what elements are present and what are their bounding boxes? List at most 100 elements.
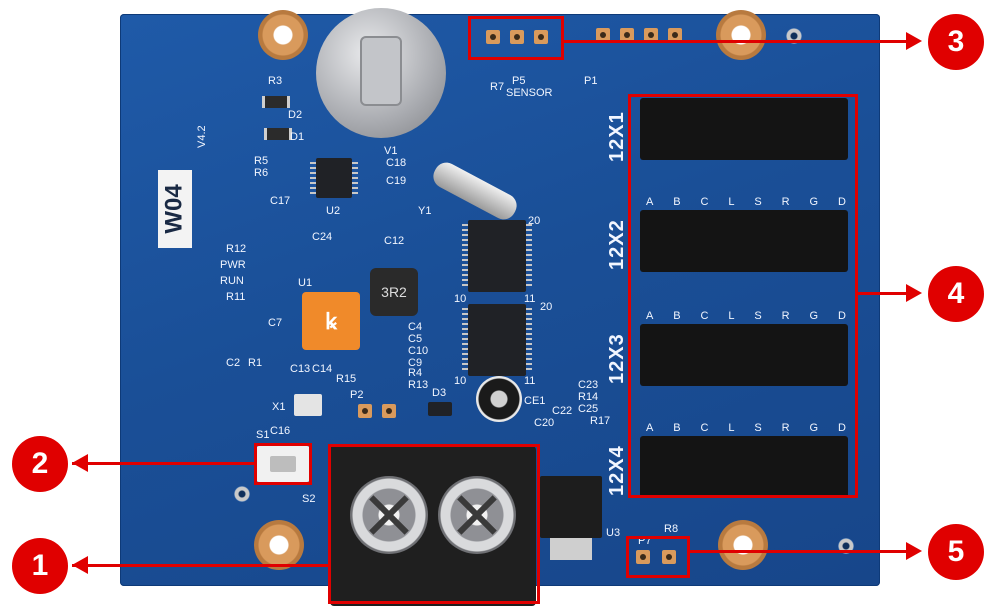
silk-label: U1: [298, 277, 313, 289]
callout-line-2: [72, 462, 256, 465]
callout-line-5: [690, 550, 918, 553]
silk-label: R3: [268, 75, 283, 87]
p7-pad: [636, 550, 650, 564]
chip-u2: [310, 158, 358, 198]
coin-battery-holder: [316, 8, 446, 138]
run-led-label: RUN: [220, 275, 244, 287]
chip-u3b: [462, 304, 532, 376]
silk-label: P7: [638, 535, 652, 547]
smd-diode: [264, 128, 292, 140]
pwr-led-label: PWR: [220, 259, 246, 271]
port-label-12x2: 12X2: [606, 219, 628, 270]
p1-pad: [596, 28, 610, 42]
callout-arrow-4: [906, 284, 922, 302]
chip-u3a: [462, 220, 532, 292]
silk-label: U3: [606, 527, 621, 539]
callout-badge-5: 5: [928, 524, 984, 580]
silk-label: C12: [384, 235, 405, 247]
silk-label: X1: [272, 401, 286, 413]
silk-label: R17: [590, 415, 611, 427]
sensor-pad: [486, 30, 500, 44]
chip-pin-number: 11: [524, 375, 536, 387]
callout-badge-2: 2: [12, 436, 68, 492]
silk-label: C14: [312, 363, 333, 375]
silk-label: C19: [386, 175, 407, 187]
callout-box-1: [328, 444, 540, 604]
model-label: W04: [158, 170, 192, 248]
silk-label: CE1: [524, 395, 546, 407]
callout-box-2: [254, 443, 312, 485]
sensor-pad: [534, 30, 548, 44]
silk-label: S1: [256, 429, 270, 441]
silk-label: R4: [408, 367, 423, 379]
inductor-l1: 3R2: [370, 268, 418, 316]
silk-label: C22: [552, 405, 573, 417]
callout-badge-4: 4: [928, 266, 984, 322]
header-row-12x2: [640, 210, 848, 272]
silk-label: U2: [326, 205, 341, 217]
chip-pin-number: 11: [524, 293, 536, 305]
silk-label: R14: [578, 391, 599, 403]
p7-pad: [662, 550, 676, 564]
header-row-12x1: [640, 98, 848, 160]
smd-diode: [262, 96, 290, 108]
port-label-12x4: 12X4: [606, 445, 628, 496]
mounting-hole: [716, 10, 766, 60]
terminal-screw: [438, 476, 516, 554]
silk-label: R5: [254, 155, 269, 167]
callout-box-4: [628, 94, 858, 498]
test-button[interactable]: [256, 446, 310, 482]
silk-label: C10: [408, 345, 429, 357]
callout-line-3: [564, 40, 918, 43]
p2-pad: [358, 404, 372, 418]
p2-pad: [382, 404, 396, 418]
callout-arrow-5: [906, 542, 922, 560]
port-label-12x3: 12X3: [606, 333, 628, 384]
callout-arrow-1: [72, 556, 88, 574]
chip-pin-number: 20: [540, 301, 553, 313]
silk-label: C4: [408, 321, 423, 333]
mounting-hole: [254, 520, 304, 570]
silk-label: R6: [254, 167, 269, 179]
p1-pad: [668, 28, 682, 42]
callout-badge-3: 3: [928, 14, 984, 70]
silk-label: C17: [270, 195, 291, 207]
voltage-regulator: [540, 476, 602, 560]
callout-line-1: [72, 564, 330, 567]
mounting-hole: [258, 10, 308, 60]
silk-label: R1: [248, 357, 263, 369]
chip-pin-number: 20: [528, 215, 541, 227]
p1-pad: [620, 28, 634, 42]
silk-label: R13: [408, 379, 429, 391]
callout-box-5: [626, 536, 690, 578]
header-row-12x3: [640, 324, 848, 386]
silk-label: P2: [350, 389, 364, 401]
oscillator-x1: [294, 394, 322, 416]
brand-logo-chip: ꝃ: [302, 292, 360, 350]
silk-label: C24: [312, 231, 333, 243]
version-label: V4.2: [196, 125, 208, 148]
silk-label: V1: [384, 145, 398, 157]
callout-box-3: [468, 16, 564, 60]
callout-arrow-2: [72, 454, 88, 472]
silk-label: C7: [268, 317, 283, 329]
capacitor-ce1: [476, 376, 522, 422]
silk-label: R12: [226, 243, 247, 255]
silk-label: C5: [408, 333, 423, 345]
terminal-screw: [350, 476, 428, 554]
sensor-label: SENSOR: [506, 87, 553, 99]
callout-badge-1: 1: [12, 538, 68, 594]
silk-label: R15: [336, 373, 357, 385]
port-label-12x1: 12X1: [606, 111, 628, 162]
callout-line-4: [858, 292, 916, 295]
silk-label: C2: [226, 357, 241, 369]
via-hole: [234, 486, 250, 502]
silk-label: C25: [578, 403, 599, 415]
silk-label: Y1: [418, 205, 432, 217]
hub12-header-block: [636, 98, 852, 498]
silk-label: S2: [302, 493, 316, 505]
mounting-hole: [718, 520, 768, 570]
silk-label: R7: [490, 81, 505, 93]
